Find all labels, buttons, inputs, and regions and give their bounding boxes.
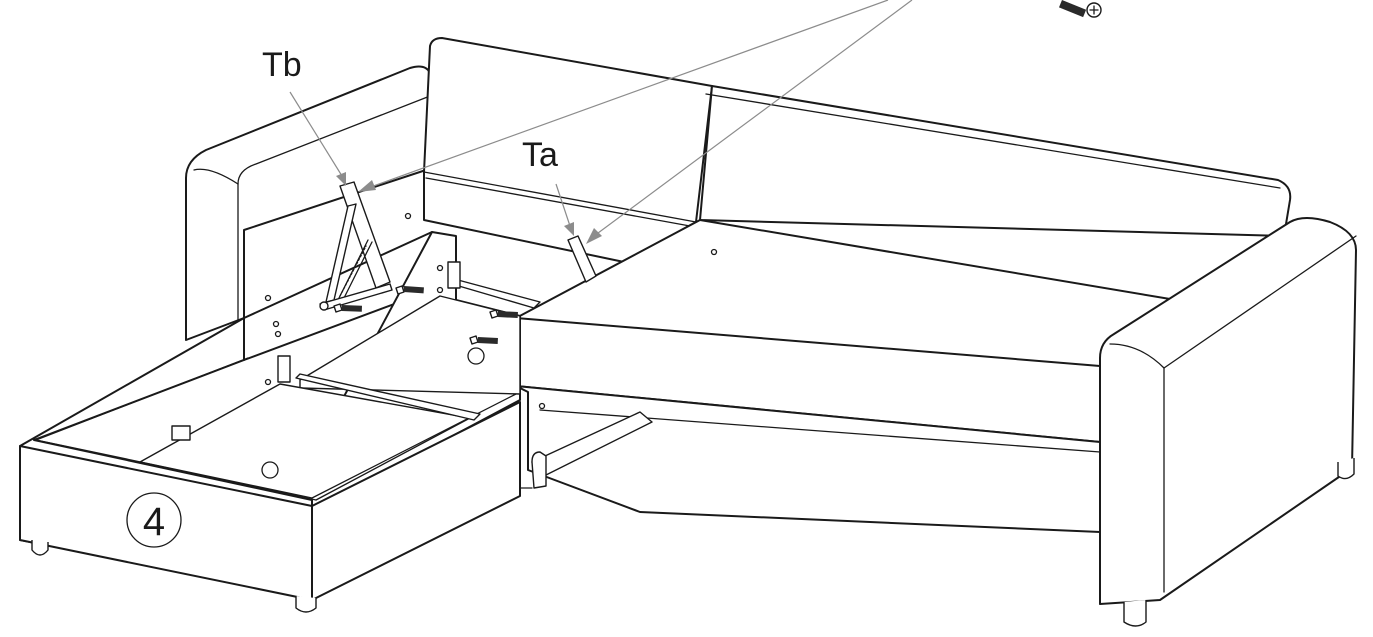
pointer-lines xyxy=(289,0,913,244)
screw xyxy=(333,303,362,313)
gas-spring-tb xyxy=(319,181,393,311)
label-tb: Tb xyxy=(262,46,302,84)
screw xyxy=(469,335,498,345)
right-armrest xyxy=(1099,217,1357,627)
backrest-right-section xyxy=(699,85,1292,237)
screw xyxy=(395,285,424,295)
label-ta: Ta xyxy=(522,136,558,174)
step-circle xyxy=(126,492,182,548)
step-number: 4 xyxy=(143,500,165,544)
step-badge: 4 xyxy=(126,492,182,548)
pullout-rail xyxy=(519,411,653,489)
screw xyxy=(1059,0,1102,18)
screw-set xyxy=(333,0,1102,345)
gas-spring-ta xyxy=(567,235,597,283)
screw xyxy=(489,309,518,319)
seat-cushion xyxy=(515,219,1177,443)
backrest-left-section xyxy=(423,37,713,263)
storage-drawer xyxy=(19,212,718,613)
